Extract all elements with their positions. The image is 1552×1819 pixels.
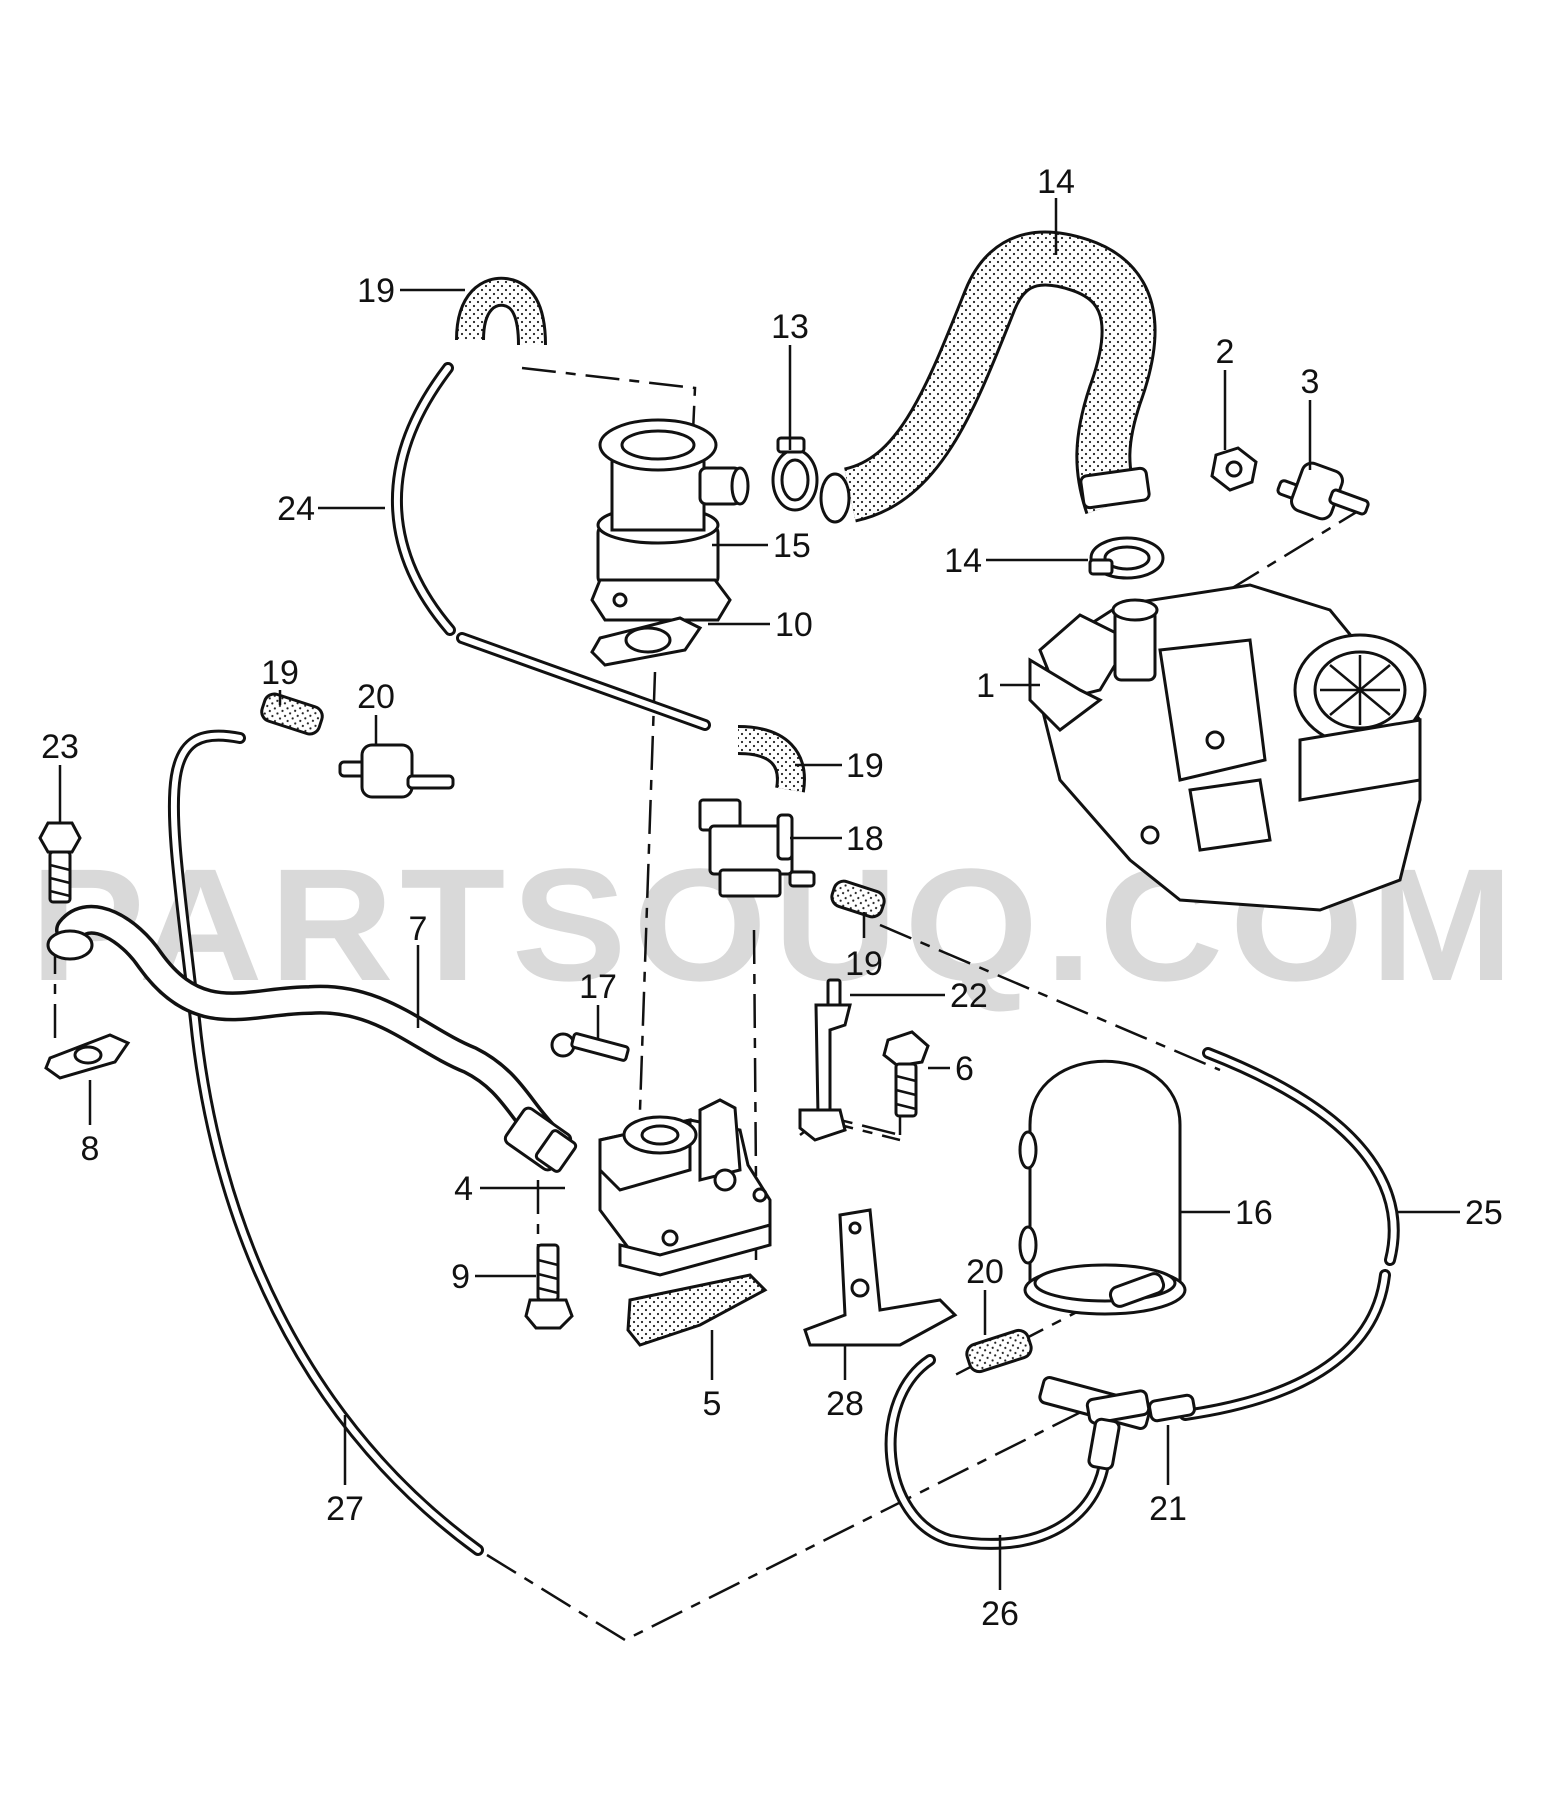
hose-13 <box>819 230 1157 524</box>
callout-19[interactable]: 19 <box>846 747 884 785</box>
callout-7[interactable]: 7 <box>409 910 428 948</box>
hose-26 <box>884 1354 1112 1550</box>
air-pump-1 <box>1028 583 1427 912</box>
callout-28[interactable]: 28 <box>826 1385 864 1423</box>
bolt-24 <box>38 821 82 904</box>
hose-19-mid <box>737 725 806 793</box>
callout-18[interactable]: 18 <box>846 820 884 858</box>
callout-27[interactable]: 27 <box>326 1490 364 1528</box>
hose-25-upper <box>390 362 711 731</box>
clamp-12 <box>771 436 819 512</box>
callout-25[interactable]: 25 <box>1465 1194 1503 1232</box>
nut-2 <box>1210 446 1258 492</box>
pipe-7 <box>46 904 578 1173</box>
callout-10[interactable]: 10 <box>775 606 813 644</box>
damper-3 <box>1276 461 1370 521</box>
callout-12[interactable]: 13 <box>771 308 809 346</box>
bolt-9 <box>524 1243 574 1330</box>
callout-15[interactable]: 15 <box>773 527 811 565</box>
callout-16[interactable]: 16 <box>1235 1194 1273 1232</box>
bolt-6 <box>882 1030 930 1118</box>
hose-27 <box>167 729 484 1556</box>
callout-14[interactable]: 14 <box>944 542 982 580</box>
callout-6[interactable]: 6 <box>955 1050 974 1088</box>
clamp-14 <box>1088 536 1165 580</box>
gasket-10 <box>590 616 703 667</box>
hose-25-right <box>1179 1047 1400 1421</box>
valve-15 <box>590 418 750 622</box>
callout-19[interactable]: 19 <box>357 272 395 310</box>
t-fitting-21 <box>1038 1376 1196 1471</box>
housing-4 <box>598 1098 772 1277</box>
hose-19-top <box>455 276 547 346</box>
callout-13[interactable]: 14 <box>1037 163 1075 201</box>
screw-17 <box>550 1032 630 1062</box>
callout-26[interactable]: 26 <box>981 1595 1019 1633</box>
callout-1[interactable]: 1 <box>976 667 995 705</box>
damper-22 <box>338 743 455 799</box>
callout-4[interactable]: 4 <box>454 1170 473 1208</box>
callout-19[interactable]: 19 <box>845 945 883 983</box>
bracket-28 <box>803 1208 958 1347</box>
callout-23[interactable]: 22 <box>950 977 988 1015</box>
hose-20 <box>965 1328 1033 1374</box>
callout-22[interactable]: 20 <box>357 678 395 716</box>
callout-19[interactable]: 19 <box>261 654 299 692</box>
hose-19-left <box>260 692 324 736</box>
callout-25[interactable]: 24 <box>277 490 315 528</box>
callout-5[interactable]: 5 <box>703 1385 722 1423</box>
canister-16 <box>1018 1059 1187 1316</box>
bracket-23 <box>798 978 852 1142</box>
gasket-5 <box>626 1273 768 1347</box>
callout-8[interactable]: 8 <box>81 1130 100 1168</box>
callouts: 14 19 13 2 3 24 15 14 10 1 19 20 23 19 1… <box>41 163 1503 1633</box>
callout-9[interactable]: 9 <box>451 1258 470 1296</box>
gasket-8 <box>44 1033 131 1080</box>
callout-3[interactable]: 3 <box>1301 363 1320 401</box>
callout-24[interactable]: 23 <box>41 728 79 766</box>
callout-2[interactable]: 2 <box>1216 333 1235 371</box>
callout-21[interactable]: 21 <box>1149 1490 1187 1528</box>
callout-17[interactable]: 17 <box>579 968 617 1006</box>
leader-lines <box>58 198 1460 1590</box>
hose-19-lower <box>830 879 886 919</box>
callout-20[interactable]: 20 <box>966 1253 1004 1291</box>
